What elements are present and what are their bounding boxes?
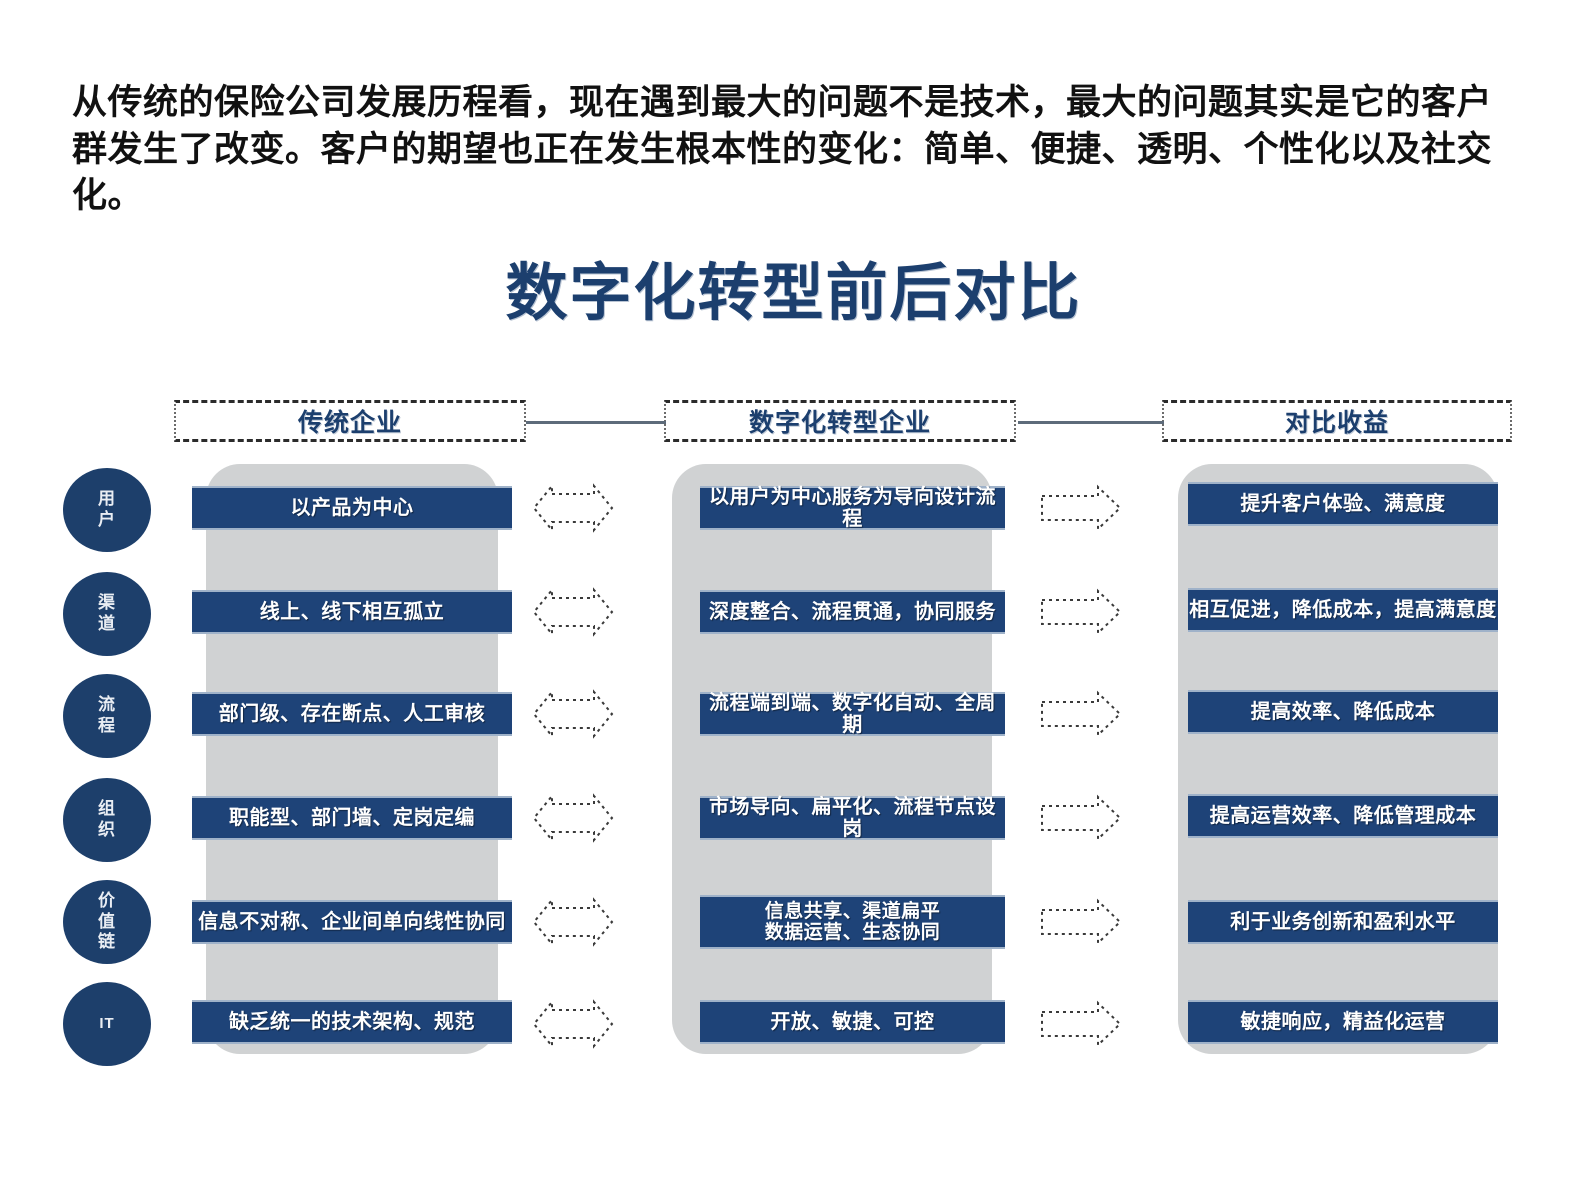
cell-benefit-organization: 提高运营效率、降低管理成本	[1188, 794, 1498, 838]
column-header-digital: 数字化转型企业	[664, 400, 1016, 442]
row-label-char: 值	[98, 911, 116, 931]
cell-traditional-user: 以产品为中心	[192, 486, 512, 530]
row-label-char: 程	[98, 716, 116, 735]
connector-arrow-channel-right	[1038, 586, 1124, 638]
column-header-traditional: 传统企业	[174, 400, 526, 442]
panel-digital	[672, 464, 992, 1054]
row-label-char: 渠	[98, 593, 116, 613]
row-label-value-chain: 价 值 链	[63, 880, 151, 964]
row-label-it: IT	[63, 982, 151, 1066]
panel-benefit	[1178, 464, 1498, 1054]
cell-digital-channel: 深度整合、流程贯通，协同服务	[700, 590, 1005, 634]
connector-arrow-it-right	[1038, 998, 1124, 1050]
cell-benefit-user: 提升客户体验、满意度	[1188, 482, 1498, 526]
header-connector-line-1	[526, 421, 666, 424]
row-label-char: 价	[98, 890, 116, 910]
intro-paragraph: 从传统的保险公司发展历程看，现在遇到最大的问题不是技术，最大的问题其实是它的客户…	[72, 83, 1493, 216]
column-header-benefit-label: 对比收益	[1284, 409, 1389, 437]
row-label-char: 链	[98, 932, 116, 952]
row-label-char: 户	[98, 510, 116, 529]
row-label-channel: 渠 道	[63, 572, 151, 656]
row-label-char: IT	[99, 1014, 115, 1032]
header-connector-line-2	[1018, 421, 1164, 424]
panel-traditional	[206, 464, 498, 1054]
connector-arrow-user-right	[1038, 482, 1124, 534]
row-label-organization: 组 织	[63, 778, 151, 862]
cell-benefit-it: 敏捷响应，精益化运营	[1188, 1000, 1498, 1044]
connector-arrow-channel-left	[530, 586, 616, 638]
cell-digital-organization: 市场导向、扁平化、流程节点设岗	[700, 796, 1005, 840]
row-label-user: 用 户	[63, 468, 151, 552]
cell-traditional-process: 部门级、存在断点、人工审核	[192, 692, 512, 736]
row-label-char: 织	[98, 820, 116, 839]
connector-arrow-organization-left	[530, 792, 616, 844]
page-title: 数字化转型前后对比	[505, 259, 1082, 328]
row-label-char: 道	[98, 614, 116, 633]
cell-traditional-channel: 线上、线下相互孤立	[192, 590, 512, 634]
connector-arrow-process-right	[1038, 688, 1124, 740]
connector-arrow-process-left	[530, 688, 616, 740]
cell-digital-value-chain: 信息共享、渠道扁平 数据运营、生态协同	[700, 895, 1005, 949]
connector-arrow-value-chain-right	[1038, 896, 1124, 948]
cell-digital-user: 以用户为中心服务为导向设计流程	[700, 486, 1005, 530]
cell-digital-it: 开放、敏捷、可控	[700, 1000, 1005, 1044]
row-label-char: 组	[98, 799, 116, 819]
cell-traditional-it: 缺乏统一的技术架构、规范	[192, 1000, 512, 1044]
connector-arrow-value-chain-left	[530, 896, 616, 948]
row-label-char: 用	[98, 489, 116, 509]
cell-benefit-process: 提高效率、降低成本	[1188, 690, 1498, 734]
connector-arrow-it-left	[530, 998, 616, 1050]
row-label-process: 流 程	[63, 674, 151, 758]
column-header-digital-label: 数字化转型企业	[748, 409, 931, 437]
cell-traditional-value-chain: 信息不对称、企业间单向线性协同	[192, 900, 512, 944]
connector-arrow-organization-right	[1038, 792, 1124, 844]
row-label-char: 流	[98, 695, 116, 715]
cell-traditional-organization: 职能型、部门墙、定岗定编	[192, 796, 512, 840]
column-header-traditional-label: 传统企业	[297, 409, 402, 437]
column-header-benefit: 对比收益	[1162, 400, 1512, 442]
cell-benefit-value-chain: 利于业务创新和盈利水平	[1188, 900, 1498, 944]
cell-benefit-channel: 相互促进，降低成本，提高满意度	[1188, 588, 1498, 632]
cell-digital-process: 流程端到端、数字化自动、全周期	[700, 692, 1005, 736]
connector-arrow-user-left	[530, 482, 616, 534]
